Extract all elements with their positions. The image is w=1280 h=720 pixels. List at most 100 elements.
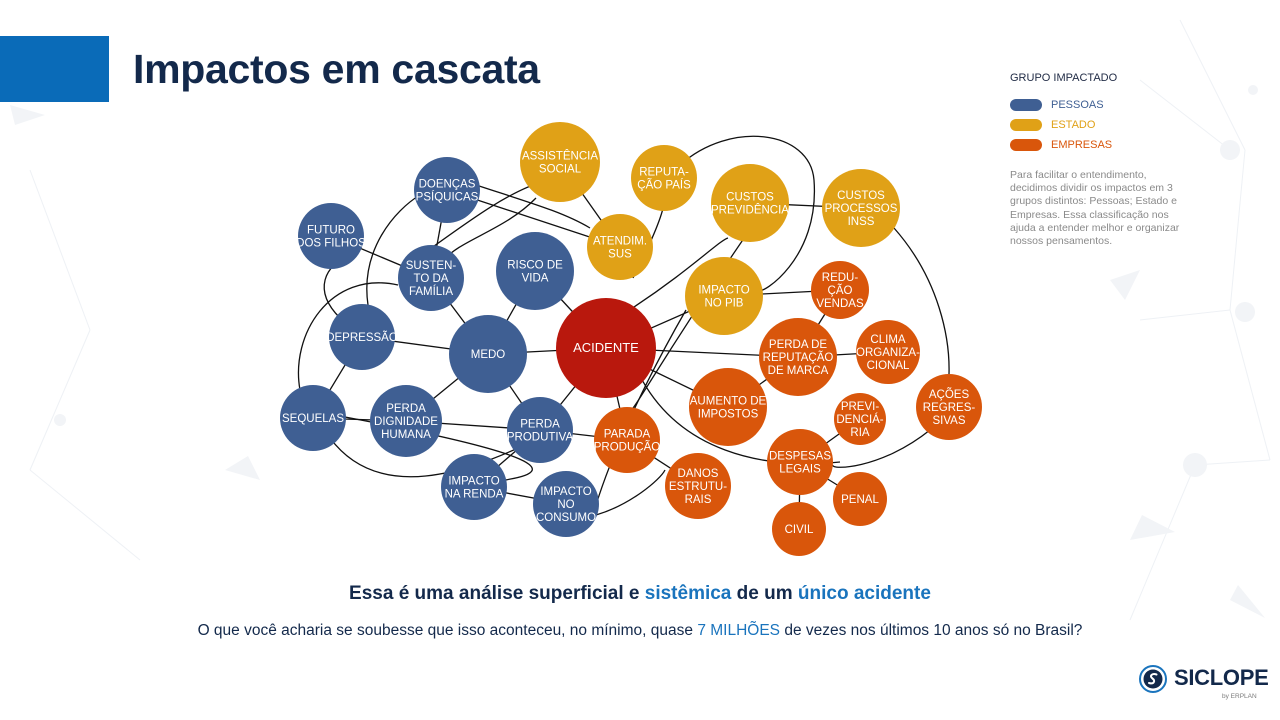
node-circle-perda-de-reputacao-de-marca (759, 318, 837, 396)
question-text-2: de vezes nos últimos 10 anos só no Brasi… (780, 622, 1083, 639)
node-label-perda-de-reputacao-de-marca-line-2: REPUTAÇÃO (763, 351, 834, 364)
node-circle-doencas-psiquicas (414, 157, 480, 223)
node-label-sequelas-line-1: SEQUELAS (282, 413, 344, 425)
node-circle-acoes-regressivas (916, 374, 982, 440)
node-label-futuro-dos-filhos-line-1: FUTURO (307, 225, 355, 237)
node-circle-impacto-no-consumo (533, 471, 599, 537)
node-label-doencas-psiquicas-line-2: PSÍQUICAS (416, 191, 479, 204)
node-label-perda-produtiva-line-2: PRODUTIVA (507, 432, 574, 444)
node-circle-sequelas (280, 385, 346, 451)
node-label-sustento-da-familia-line-1: SUSTEN- (406, 260, 457, 272)
node-circle-assistencia-social (520, 122, 600, 202)
node-label-perda-de-reputacao-de-marca-line-3: DE MARCA (768, 365, 829, 377)
node-label-perda-dignidade-humana-line-2: DIGNIDADE (374, 416, 438, 428)
node-depressao: DEPRESSÃO (326, 304, 398, 370)
tagline-highlight-unico-acidente: único acidente (797, 583, 931, 604)
legend-swatch-pessoas (1010, 99, 1042, 111)
node-circle-custos-previdencia (711, 164, 789, 242)
node-label-perda-dignidade-humana-line-1: PERDA (386, 403, 426, 415)
node-label-aumento-de-impostos-line-2: IMPOSTOS (698, 409, 759, 421)
node-circle-danos-estruturais (665, 453, 731, 519)
node-label-custos-processos-inss-line-2: PROCESSOS (825, 203, 898, 215)
logo-wordmark: SICLOPE (1174, 665, 1269, 690)
node-label-custos-processos-inss-line-3: INSS (848, 216, 875, 228)
node-civil: CIVIL (772, 502, 826, 556)
curved-edge-5 (329, 437, 526, 478)
question-text: O que você acharia se soubesse que isso … (0, 622, 1280, 640)
node-circle-perda-produtiva (507, 397, 573, 463)
node-label-risco-de-vida-line-2: VIDA (522, 273, 549, 285)
node-label-perda-produtiva-line-1: PERDA (520, 419, 560, 431)
node-label-perda-dignidade-humana-line-3: HUMANA (381, 429, 431, 441)
legend-swatch-estado (1010, 119, 1042, 131)
node-label-danos-estruturais-line-2: ESTRUTU- (669, 481, 727, 493)
siclope-logo: SICLOPE by ERPLAN (1138, 662, 1269, 707)
tagline-text-1: Essa é uma análise superficial e (349, 583, 645, 604)
node-label-parada-producao-line-1: PARADA (604, 429, 651, 441)
curved-edge-10 (632, 214, 761, 409)
legend-title: GRUPO IMPACTADO (1010, 72, 1118, 84)
node-reputacao-pais: REPUTA-ÇÃO PAÍS (631, 145, 697, 211)
node-label-acidente-line-1: ACIDENTE (573, 340, 639, 355)
node-label-despesas-legais-line-2: LEGAIS (779, 464, 821, 476)
title-accent-bar (0, 36, 109, 102)
legend-swatch-empresas (1010, 139, 1042, 151)
node-label-sustento-da-familia-line-3: FAMÍLIA (409, 285, 453, 298)
node-label-clima-organizacional-line-2: ORGANIZA- (856, 347, 920, 359)
node-label-assistencia-social-line-2: SOCIAL (539, 164, 582, 176)
node-label-clima-organizacional-line-3: CIONAL (867, 360, 910, 372)
node-label-clima-organizacional-line-1: CLIMA (870, 334, 905, 346)
node-label-custos-previdencia-line-2: PREVIDÊNCIA (711, 204, 789, 217)
node-label-futuro-dos-filhos-line-2: DOS FILHOS (296, 238, 366, 250)
curved-edge-11 (633, 237, 729, 308)
node-circle-sustento-da-familia (398, 245, 464, 311)
node-label-perda-de-reputacao-de-marca-line-1: PERDA DE (769, 339, 827, 351)
node-acidente: ACIDENTE (556, 298, 656, 398)
node-label-reducao-vendas-line-3: VENDAS (816, 298, 864, 310)
curved-edge-16 (595, 469, 666, 516)
node-label-civil-line-1: CIVIL (785, 524, 814, 536)
node-circle-despesas-legais (767, 429, 833, 495)
node-circle-risco-de-vida (496, 232, 574, 310)
node-label-aumento-de-impostos-line-1: AUMENTO DE (690, 396, 767, 408)
node-label-previdenciaria-line-3: RIA (850, 427, 870, 439)
node-label-impacto-no-consumo-line-3: CONSUMO (536, 512, 596, 524)
legend: GRUPO IMPACTADO PESSOAS ESTADO EMPRESAS … (1010, 72, 1200, 248)
legend-item-empresas: EMPRESAS (1010, 135, 1200, 155)
node-label-reputacao-pais-line-1: REPUTA- (639, 167, 689, 179)
node-label-impacto-na-renda-line-2: NA RENDA (445, 489, 504, 501)
node-circle-medo (449, 315, 527, 393)
node-label-impacto-no-consumo-line-1: IMPACTO (540, 486, 591, 498)
node-label-depressao-line-1: DEPRESSÃO (326, 331, 398, 344)
legend-label-estado: ESTADO (1051, 119, 1096, 131)
legend-item-pessoas: PESSOAS (1010, 95, 1200, 115)
node-circle-previdenciaria (834, 393, 886, 445)
question-highlight: 7 MILHÕES (697, 622, 781, 639)
node-circle-parada-producao (594, 407, 660, 473)
node-circle-impacto-na-renda (441, 454, 507, 520)
node-label-acoes-regressivas-line-1: AÇÕES (929, 388, 970, 401)
node-circle-acidente (556, 298, 656, 398)
node-label-atendim-sus-line-1: ATENDIM. (593, 236, 647, 248)
node-label-parada-producao-line-2: PRODUÇÃO (594, 441, 661, 454)
node-label-risco-de-vida-line-1: RISCO DE (507, 260, 563, 272)
curved-edge-12 (679, 135, 815, 292)
node-label-impacto-no-consumo-line-2: NO (557, 499, 574, 511)
node-label-doencas-psiquicas-line-1: DOENÇAS (419, 179, 476, 191)
node-circle-reputacao-pais (631, 145, 697, 211)
node-circle-futuro-dos-filhos (298, 203, 364, 269)
